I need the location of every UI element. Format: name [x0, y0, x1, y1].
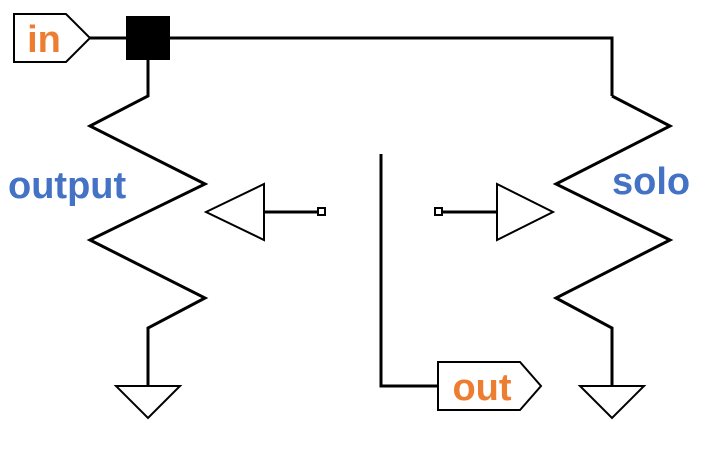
buffer-icon-right [496, 182, 556, 242]
junction-icon [126, 16, 170, 60]
input-port-tag [13, 13, 92, 63]
output-port-tag [437, 361, 543, 411]
output-port: out [437, 361, 543, 411]
switch-contact-icon-left [317, 207, 326, 216]
solo-pot-label: solo [612, 161, 690, 203]
output-port-label: out [452, 367, 511, 409]
output-pot-label: output [8, 165, 127, 207]
buffer-icon-left [203, 182, 265, 242]
output-pot-resistor [86, 60, 209, 386]
top-bus-wire [90, 36, 614, 96]
input-port: in [13, 13, 92, 63]
solo-potentiometer [552, 94, 674, 420]
switch-wiper-wire [379, 154, 438, 388]
switch-contact-icon-right [434, 207, 443, 216]
left-buffer [203, 182, 326, 242]
right-buffer [434, 182, 556, 242]
output-potentiometer [86, 60, 209, 420]
input-port-label: in [27, 19, 61, 61]
ground-icon-left [113, 385, 183, 420]
solo-pot-resistor [552, 94, 674, 386]
ground-icon-right [577, 385, 647, 420]
